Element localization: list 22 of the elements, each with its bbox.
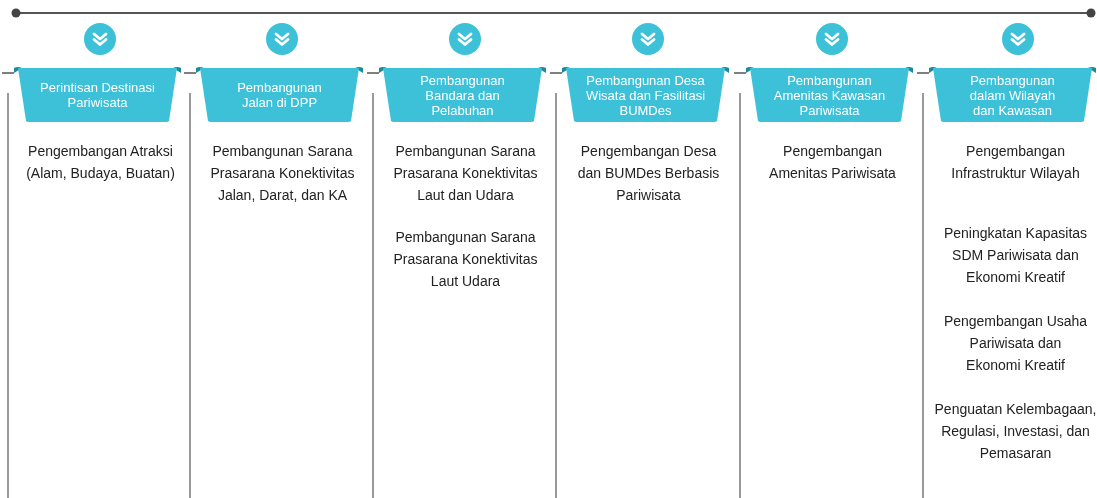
activity-text: Penguatan Kelembagaan, Regulasi, Investasi, dan Pemasaran [933,400,1097,463]
activity-text: Pengembangan Atraksi (Alam, Budaya, Buatan) [25,142,176,183]
banner-title: Pembangunan dalam Wilayah dan Kawasan [968,72,1057,118]
banner-title: Pembangunan Amenitas Kawasan Pariwisata [772,72,887,118]
banner-trapezoid [194,67,365,123]
activity-text: Pembangunan Sarana Prasarana Konektivitas Laut Udara [392,228,539,291]
banner-trapezoid [12,67,183,123]
activity-text: Pengembangan Amenitas Pariwisata [768,142,897,183]
banner-title: Pembangunan Jalan di DPP [236,80,323,110]
banner-trapezoid [927,67,1097,123]
banner-title: Pembangunan Bandara dan Pelabuhan [419,72,506,118]
activity-text: Pembangunan Sarana Prasarana Konektivitas Jalan, Darat, dan KA [209,142,356,205]
banner-trapezoid [560,67,731,123]
activity-text: Pembangunan Sarana Prasarana Konektivitas Laut dan Udara [392,142,539,205]
activity-text: Pengembangan Infrastruktur Wilayah [950,142,1081,183]
banner-title: Perintisan Destinasi Pariwisata [39,80,156,110]
activity-text: Pengembangan Usaha Pariwisata dan Ekonomi Kreatif [942,312,1089,375]
banner-title: Pembangunan Desa Wisata dan Fasilitasi BUMDes [584,72,707,118]
banner-trapezoid [377,67,548,123]
activity-text: Peningkatan Kapasitas SDM Pariwisata dan Ekonomi Kreatif [942,224,1089,287]
activity-text: Pengembangan Desa dan BUMDes Berbasis Pariwisata [576,142,721,205]
banner-trapezoid [744,67,915,123]
